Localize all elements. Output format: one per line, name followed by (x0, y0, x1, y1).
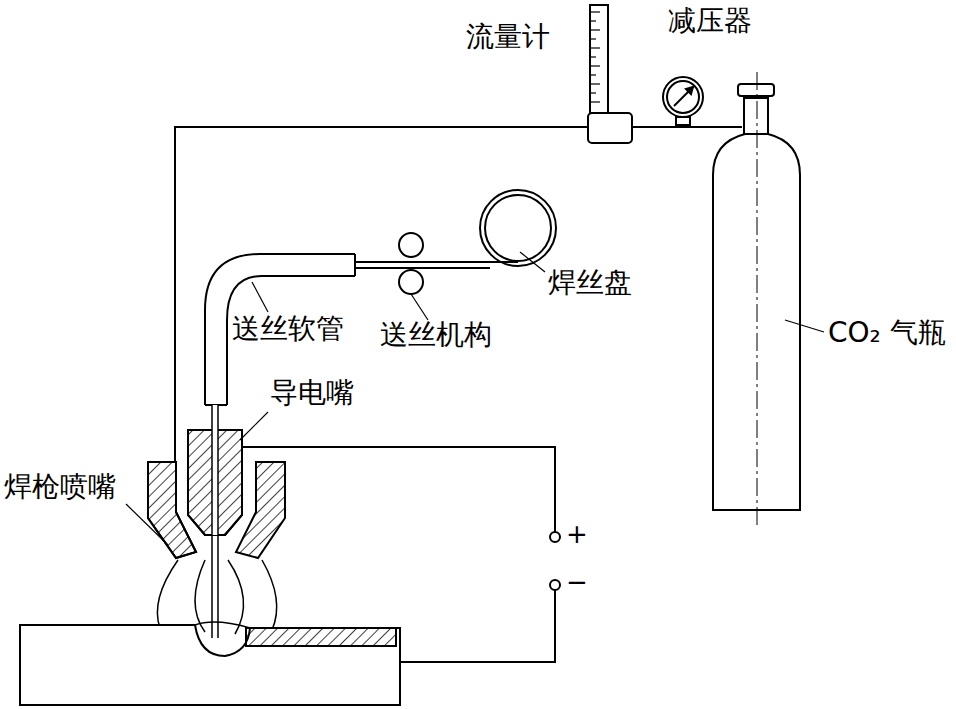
part-label: 焊丝盘 (548, 268, 632, 299)
gas-line (175, 127, 588, 462)
leader-line (785, 320, 824, 332)
wire (355, 261, 518, 263)
wire-spool (480, 190, 556, 266)
wire-hose (354, 254, 356, 276)
part-label: 送丝机构 (380, 320, 492, 351)
tick (590, 56, 596, 57)
part-label: CO₂ 气瓶 (828, 318, 946, 349)
wire (211, 405, 213, 638)
tick (590, 47, 600, 48)
part-label: 减压器 (668, 6, 752, 37)
tick (590, 11, 600, 12)
wire (212, 405, 218, 535)
arc (195, 560, 205, 632)
part-label: 焊枪喷嘴 (4, 472, 116, 503)
leader-line (126, 504, 168, 545)
terminal-sign: + (566, 520, 588, 549)
gas-shield (262, 560, 277, 630)
gauge-needle (686, 87, 693, 94)
tick (590, 20, 596, 21)
weld-bead (246, 628, 396, 646)
gas-shield (157, 560, 178, 628)
gun-nozzle (236, 462, 285, 558)
tick (590, 38, 596, 39)
terminal (550, 532, 560, 542)
leader-line (252, 282, 268, 312)
part-label: 送丝软管 (232, 314, 344, 345)
gauge-stem (676, 117, 690, 125)
center-line (757, 72, 758, 525)
weld-bead (246, 645, 396, 647)
wire-spool (485, 195, 551, 261)
leader-line (240, 412, 268, 440)
tick (590, 29, 600, 30)
gas-line (632, 126, 742, 128)
wire (355, 267, 490, 269)
terminal (550, 580, 560, 590)
part-label: 导电嘴 (270, 378, 354, 409)
feed-roller (399, 270, 423, 294)
leader-line (411, 294, 428, 320)
power-wire (242, 447, 555, 532)
terminal-sign: − (566, 568, 588, 597)
tick (590, 74, 596, 75)
cylinder-valve (744, 98, 768, 134)
power-wire (400, 590, 555, 662)
wire (217, 405, 219, 638)
flowmeter-base (588, 113, 632, 143)
pressure-gauge (663, 77, 703, 117)
flowmeter-tube (590, 5, 608, 113)
flowmeter-ticks (590, 12, 600, 102)
gauge-needle (674, 87, 693, 106)
tick (590, 83, 600, 84)
tick (590, 101, 600, 102)
cylinder-valve-knob (738, 84, 774, 96)
feed-roller (399, 233, 423, 257)
workpiece (20, 625, 400, 705)
pressure-gauge (667, 81, 699, 113)
tick (590, 92, 596, 93)
weld-pool (195, 622, 250, 628)
part-label: 流量计 (466, 22, 550, 53)
tick (590, 65, 600, 66)
leader-line (520, 252, 545, 272)
